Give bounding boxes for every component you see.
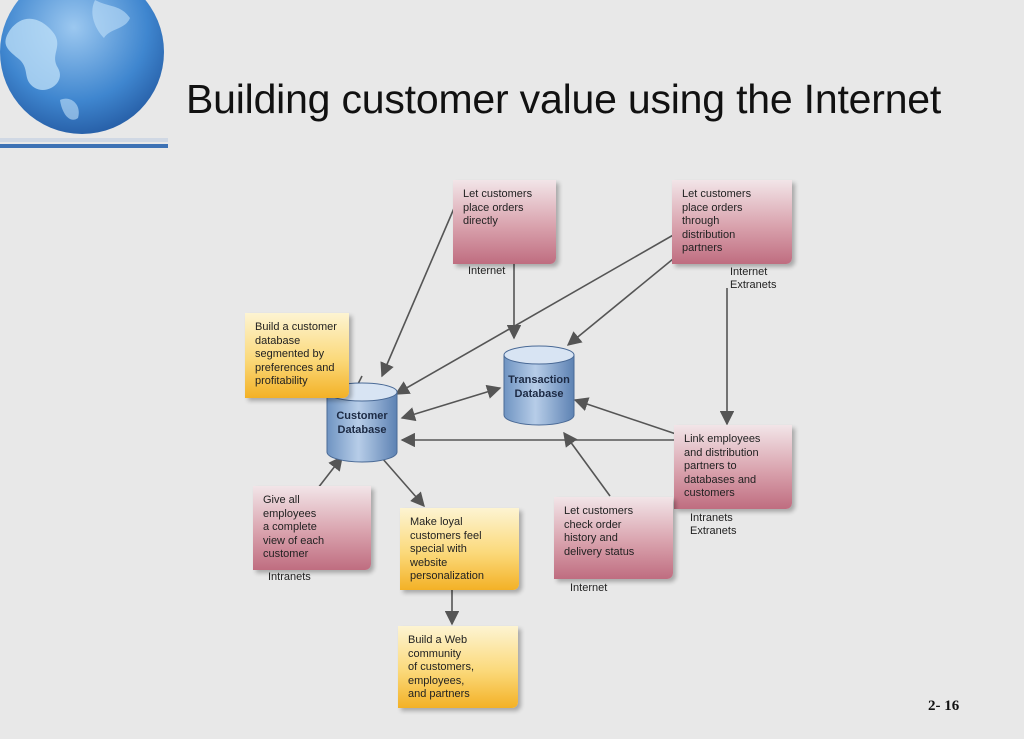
note-distribution-partners: Let customers place orders through distr…: [672, 180, 792, 264]
customer-database-label: Customer Database: [336, 410, 388, 436]
label-intranets-extranets: Intranets Extranets: [690, 512, 737, 537]
globe-icon: [0, 0, 168, 142]
arrow-partners-to-customer-db: [394, 229, 683, 395]
note-link-employees: Link employees and distribution partners…: [674, 425, 792, 509]
note-text: Let customers place orders directly: [463, 188, 533, 228]
note-text: Let customers place orders through distr…: [682, 188, 752, 255]
note-text: Build a customer database segmented by p…: [255, 321, 337, 388]
arrow-customer-to-transaction: [400, 384, 502, 422]
title-rule: [0, 144, 168, 148]
note-web-community: Build a Web community of customers, empl…: [398, 626, 518, 708]
note-check-order: Let customers check order history and de…: [554, 497, 673, 579]
arrow-orders-to-customer-db: [380, 205, 456, 378]
page-title: Building customer value using the Intern…: [186, 76, 942, 122]
note-text: Let customers check order history and de…: [564, 505, 635, 558]
database-cylinder-icon: [503, 345, 575, 426]
label-internet: Internet: [570, 582, 608, 594]
arrow-link-to-transaction-db: [573, 397, 677, 435]
note-text: Build a Web community of customers, empl…: [408, 634, 475, 701]
transaction-database-label: Transaction Database: [508, 374, 570, 400]
note-text: Give all employees a complete view of ea…: [263, 494, 325, 561]
label-internet: Internet: [468, 265, 506, 277]
note-personalization: Make loyal customers feel special with w…: [400, 508, 519, 590]
page-number: 2- 16: [928, 698, 960, 714]
note-text: Make loyal customers feel special with w…: [410, 516, 484, 583]
note-complete-view: Give all employees a complete view of ea…: [253, 486, 371, 570]
note-text: Link employees and distribution partners…: [684, 433, 761, 500]
arrow-customer-db-to-personalization: [381, 457, 425, 508]
label-intranets: Intranets: [268, 571, 311, 583]
note-place-orders-directly: Let customers place orders directly: [453, 180, 556, 264]
arrow-view-to-customer-db: [317, 455, 343, 489]
arrow-check-to-transaction-db: [563, 431, 611, 497]
arrow-partners-to-transaction-db: [566, 249, 685, 346]
note-build-database: Build a customer database segmented by p…: [245, 313, 349, 398]
transaction-database: Transaction Database: [503, 345, 575, 427]
label-internet-extranets: Internet Extranets: [730, 266, 777, 291]
